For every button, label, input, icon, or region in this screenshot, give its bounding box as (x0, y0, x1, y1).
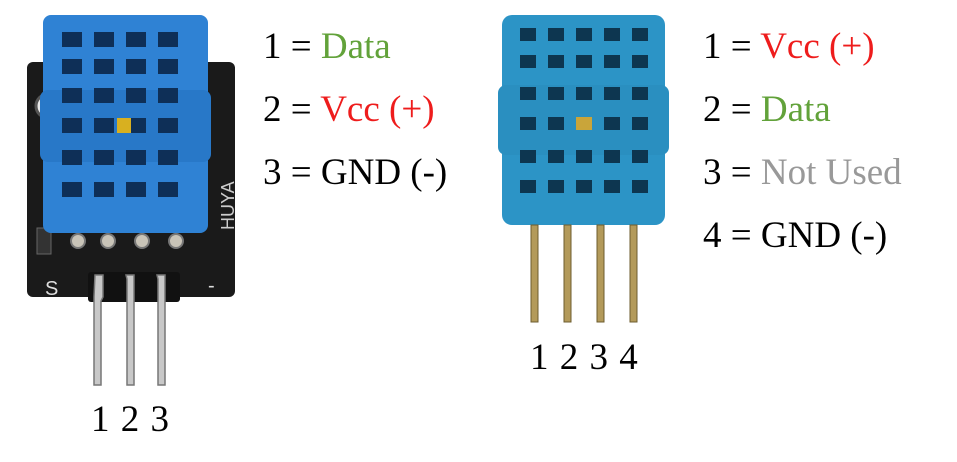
left-pinout-legend: 1 = Data 2 = Vcc (+) 3 = GND (-) (263, 28, 447, 217)
right-pinout-row: 1 = Vcc (+) (703, 26, 875, 67)
pin-label: Data (320, 26, 391, 67)
dht11-module-illustration: S - HUYA (27, 15, 238, 386)
pin-number: 3 (703, 152, 722, 193)
left-pinout-row: 3 = GND (-) (263, 152, 448, 193)
header-solder-pads (70, 233, 184, 249)
left-pin-numbers: 1 2 3 (91, 399, 170, 440)
dht11-sensor-illustration (498, 15, 669, 323)
left-pinout-row: 1 = Data (263, 26, 391, 67)
pin-label: Vcc (+) (760, 26, 875, 67)
right-pinout-row: 3 = Not Used (703, 152, 902, 193)
pin-label: Data (760, 89, 831, 130)
sensor-element (117, 118, 131, 133)
pin-number: 1 (263, 26, 282, 67)
sensor-vent-grid (520, 28, 648, 193)
right-pinout-row: 2 = Data (703, 89, 831, 130)
pin-number: 4 (703, 215, 722, 256)
silkscreen-ground-mark: - (208, 275, 215, 297)
pin-label: Vcc (+) (320, 89, 435, 130)
pin-number: 2 (703, 89, 722, 130)
pin-number: 3 (263, 152, 282, 193)
silkscreen-signal-mark: S (45, 278, 58, 300)
right-pin-numbers: 1 2 3 4 (530, 337, 639, 378)
left-pinout-row: 2 = Vcc (+) (263, 89, 435, 130)
sensor-pins (530, 224, 638, 323)
pin-number: 2 (263, 89, 282, 130)
right-pinout-legend: 1 = Vcc (+) 2 = Data 3 = Not Used 4 = GN… (703, 28, 902, 280)
sensor-element (576, 117, 592, 130)
silkscreen-brand: HUYA (218, 181, 238, 230)
pin-label: GND (-) (320, 152, 448, 193)
pin-label: GND (-) (760, 215, 888, 256)
right-pinout-row: 4 = GND (-) (703, 215, 888, 256)
header-pins (93, 274, 166, 386)
pin-number: 1 (703, 26, 722, 67)
pin-label: Not Used (760, 152, 902, 193)
